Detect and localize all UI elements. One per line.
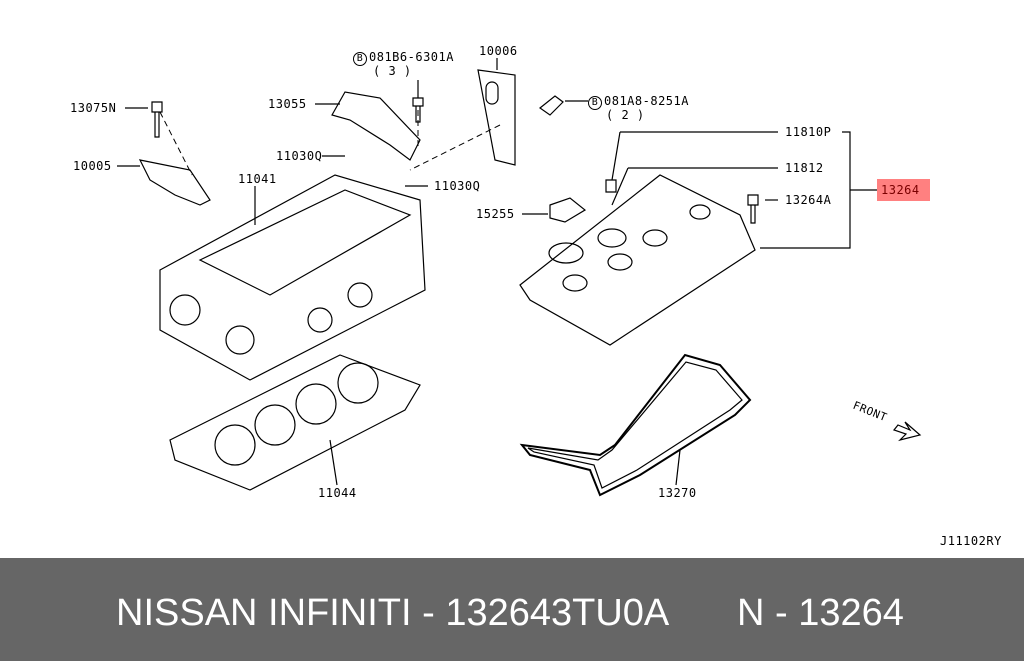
- leader-lines: [117, 58, 880, 486]
- part-10006: [477, 69, 516, 166]
- label-13264A: 13264A: [785, 193, 832, 207]
- bolt-symbol-icon: B: [588, 96, 602, 110]
- label-11810P: 11810P: [785, 125, 832, 139]
- label-13055: 13055: [268, 97, 307, 111]
- label-11041: 11041: [238, 172, 277, 186]
- part-11041: [159, 174, 426, 381]
- front-arrow-icon: [892, 421, 922, 442]
- label-11044: 11044: [318, 486, 357, 500]
- label-10006: 10006: [479, 44, 518, 58]
- part-13055: [331, 91, 421, 161]
- diagram-code: J11102RY: [940, 534, 1002, 548]
- footer-brand-part-number: NISSAN INFINITI - 132643TU0A: [116, 592, 670, 634]
- label-11812: 11812: [785, 161, 824, 175]
- label-081B6-text: 081B6-6301A: [369, 50, 454, 64]
- bolt-symbol-icon: B: [353, 52, 367, 66]
- label-11030Q-a: 11030Q: [276, 149, 323, 163]
- label-13264-highlighted[interactable]: 13264: [877, 179, 930, 201]
- footer-bar: NISSAN INFINITI - 132643TU0A N - 13264: [0, 558, 1024, 661]
- part-13270: [519, 353, 752, 497]
- label-10005: 10005: [73, 159, 112, 173]
- label-13270: 13270: [658, 486, 697, 500]
- footer-reference: N - 13264: [737, 592, 904, 634]
- label-13075N: 13075N: [70, 101, 117, 115]
- part-13264: [519, 174, 756, 346]
- part-10005: [138, 159, 211, 206]
- part-11044: [169, 354, 421, 491]
- label-11030Q-b: 11030Q: [434, 179, 481, 193]
- parts-diagram: 13075N 10005 13055 11030Q 11030Q 11041 B…: [70, 44, 1002, 548]
- label-15255: 15255: [476, 207, 515, 221]
- diagram-drawing: [117, 58, 922, 497]
- label-081B6-qty: ( 3 ): [373, 64, 412, 78]
- label-081A8-text: 081A8-8251A: [604, 94, 689, 108]
- label-081A8-qty: ( 2 ): [606, 108, 645, 122]
